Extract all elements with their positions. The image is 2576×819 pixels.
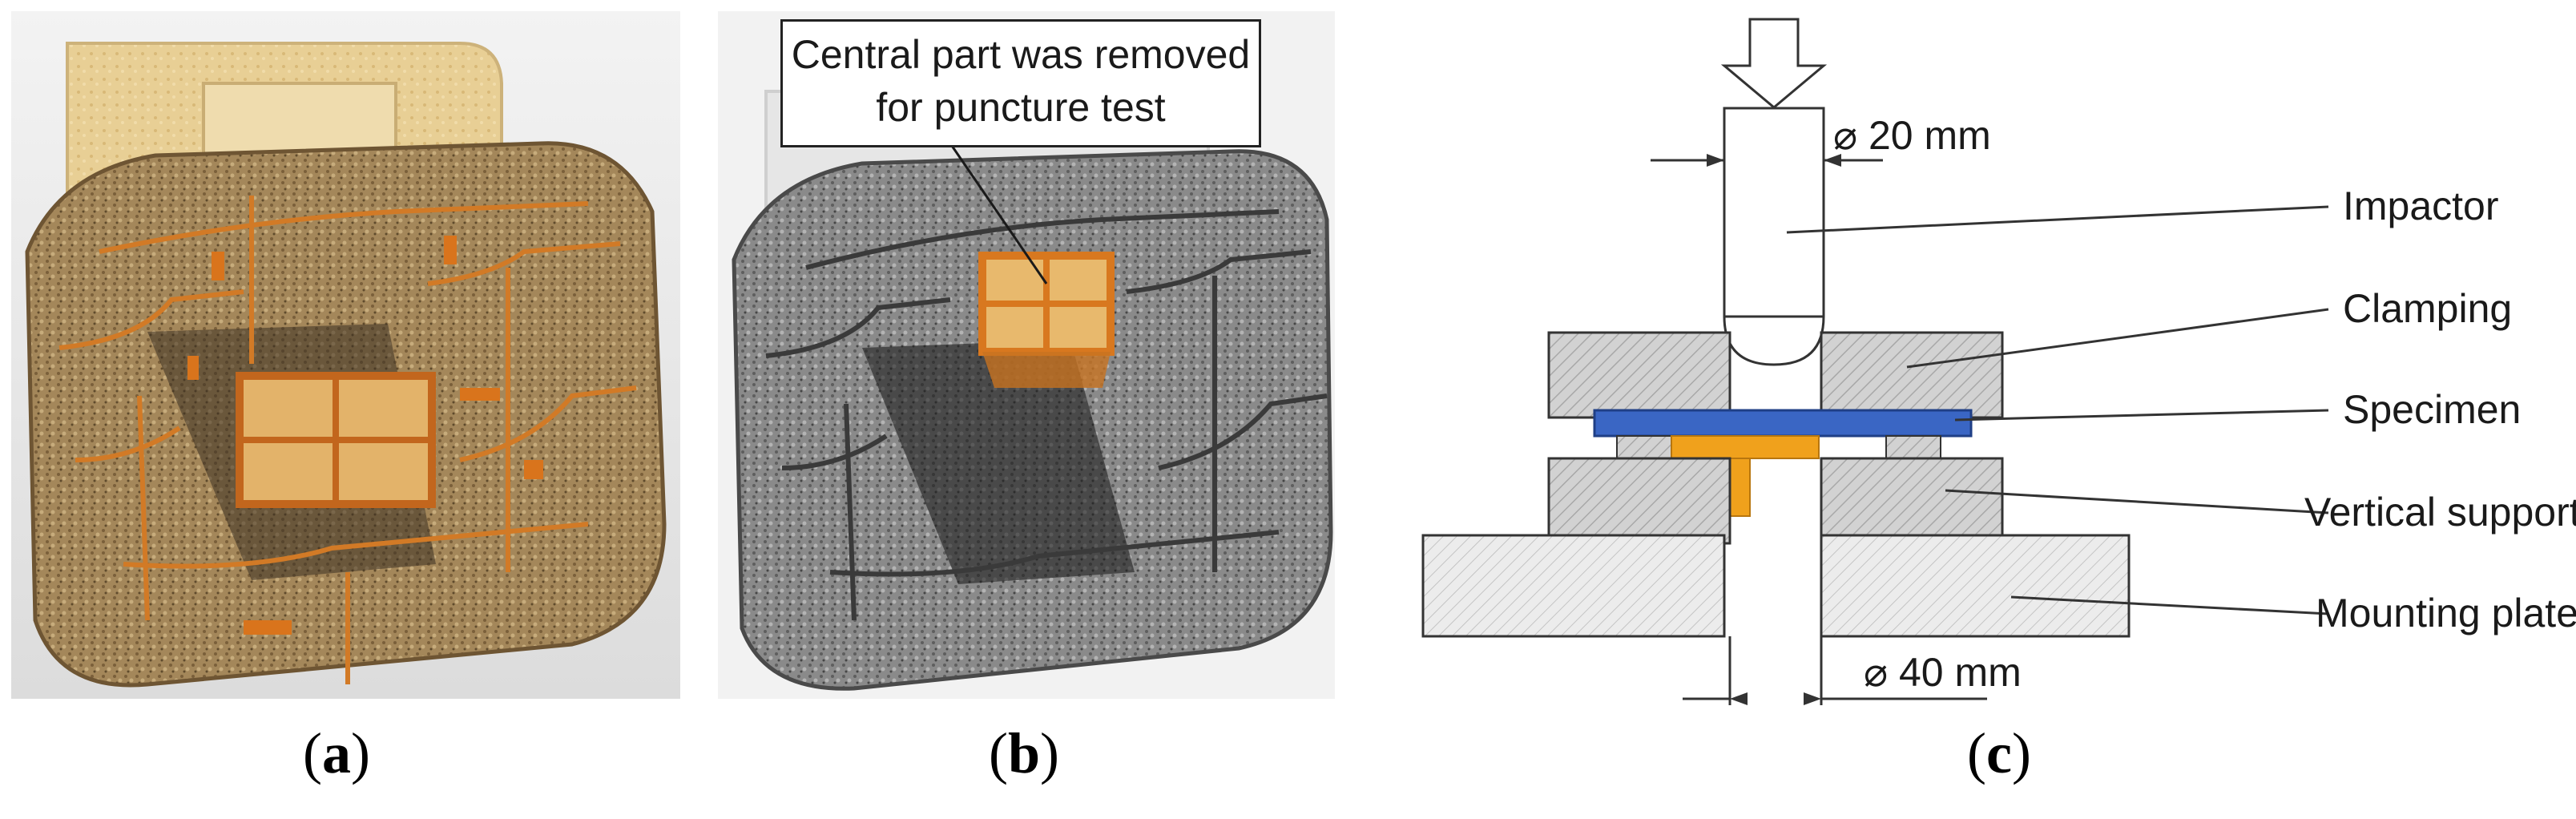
label-mounting-plate: Mounting plate [2316,591,2576,635]
specimen [1593,409,1973,438]
tray-photo-color [11,11,680,699]
label-clamping: Clamping [2343,286,2512,331]
callout-leader [949,143,1048,284]
puncture-test-diagram: ⌀ 20 mm ⌀ 40 mm [1421,18,2576,705]
caption-c: (c) [1967,721,2031,785]
dimension-20mm-label: ⌀ 20 mm [1833,113,1991,158]
force-arrow [1720,18,1828,109]
photo-panel-a [11,11,680,699]
clamping-left [1547,331,1731,419]
label-impactor: Impactor [2343,184,2499,228]
dimension-20mm [1651,120,1883,168]
callout-line-2: for puncture test [876,85,1166,130]
clamping-right [1820,331,2004,419]
dimension-40mm-label: ⌀ 40 mm [1864,650,2022,695]
label-vertical-support: Vertical support [2304,490,2576,535]
photo-panel-b: Central part was removed for puncture te… [718,11,1335,699]
orange-t-part [1671,435,1820,517]
removed-central-part [978,252,1115,388]
callout-line-1: Central part was removed [791,32,1251,77]
label-specimen: Specimen [2343,387,2521,432]
caption-b: (b) [988,721,1059,785]
frame-clips [187,236,543,635]
label-leaders [1786,205,2329,615]
schematic-panel-c: ⌀ 20 mm ⌀ 40 mm [1394,0,2576,705]
tray-photo-grayscale [718,11,1335,699]
caption-a-letter: a [322,721,351,785]
vertical-support-right [1820,457,2004,545]
callout-box: Central part was removed for puncture te… [780,19,1261,147]
impactor [1723,107,1825,366]
vertical-support-left [1547,457,1731,545]
support-strip-right [1885,435,1941,459]
support-strip-left [1616,435,1672,459]
caption-b-letter: b [1007,721,1041,785]
mounting-plate-left [1421,534,1726,638]
caption-a: (a) [303,721,370,785]
dimension-40mm [1683,636,1987,705]
frame-ribs [58,196,637,684]
caption-c-letter: c [1986,721,2012,785]
mounting-plate-right [1820,534,2131,638]
